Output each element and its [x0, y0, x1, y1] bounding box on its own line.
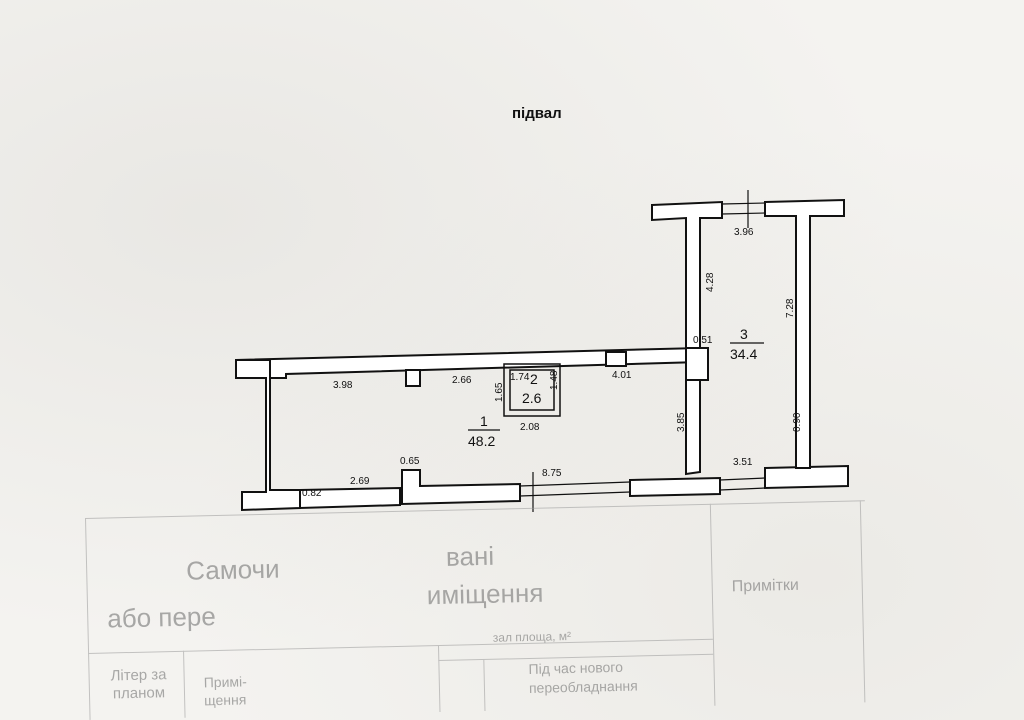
dim-3-96: 3.96: [734, 227, 754, 238]
pier-1: [405, 369, 421, 387]
room2-area: 2.6: [522, 390, 542, 406]
dim-1-65: 1.65: [494, 382, 505, 402]
door-top-1: [721, 202, 766, 205]
col-room-header: Примі-щення: [203, 673, 248, 709]
room3-area: 34.4: [730, 346, 757, 362]
room2-outline: [503, 363, 561, 417]
dim-1-74: 1.74: [510, 372, 530, 383]
table-header-mid-2: иміщення: [426, 577, 544, 611]
wall-bottom-right: [629, 476, 721, 498]
wall-room3-step: [685, 347, 709, 381]
dim-3-51: 3.51: [733, 457, 753, 468]
wall-bottom-room3: [764, 464, 849, 490]
table-divider-notes: [709, 503, 716, 706]
table-col-line-2: [437, 645, 441, 713]
table-header-left-1: Самочи: [185, 553, 280, 586]
table-header-notes: Примітки: [731, 576, 800, 596]
wall-bottom-left: [299, 486, 401, 510]
dim-2-69: 2.69: [350, 476, 370, 487]
dim-0-51: 0.51: [693, 335, 713, 346]
window-bottom-1: [519, 481, 631, 487]
table-col-line-1: [183, 650, 186, 718]
dim-4-28: 4.28: [705, 272, 716, 292]
dim-0-82: 0.82: [302, 488, 322, 499]
floor-title: підвал: [512, 105, 562, 122]
dim-2-08: 2.08: [520, 422, 540, 433]
table-subheader: зал площа, м²: [492, 629, 572, 645]
wall-left: [235, 359, 301, 512]
window-bottom-2: [519, 491, 631, 497]
dim-3-98: 3.98: [333, 380, 353, 391]
room2-number: 2: [530, 371, 538, 387]
table-col-line-3: [483, 658, 486, 711]
dim-0-65: 0.65: [400, 456, 420, 467]
room1-area: 48.2: [468, 433, 495, 449]
window-bottom-3: [719, 477, 766, 481]
room1-number: 1: [480, 413, 488, 429]
table-row-line: [88, 638, 713, 654]
door-top-2: [721, 212, 766, 215]
col-letter-header: Літер за планом: [110, 666, 167, 703]
dim-0-90: 0.90: [792, 412, 803, 432]
room2-inner: [509, 369, 555, 411]
dim-3-85: 3.85: [676, 412, 687, 432]
window-bottom-4: [719, 487, 766, 491]
wall-bottom-mid: [401, 469, 521, 506]
dim-4-01: 4.01: [612, 370, 632, 381]
col-during-header: Під час нового переобладнання: [528, 658, 638, 696]
explication-table: Самочи вані або пере иміщення Примітки з…: [85, 500, 869, 720]
dim-8-75: 8.75: [542, 468, 562, 479]
pier-2: [605, 351, 627, 367]
wall-room3-top-right: [764, 198, 845, 469]
table-border-right: [859, 500, 866, 703]
table-header-left-2: або пере: [106, 601, 217, 634]
dim-1-48: 1.48: [549, 370, 560, 390]
dim-2-66: 2.66: [452, 375, 472, 386]
dim-7-28: 7.28: [785, 298, 796, 318]
table-header-mid-1: вані: [445, 540, 495, 572]
room3-number: 3: [740, 326, 748, 342]
